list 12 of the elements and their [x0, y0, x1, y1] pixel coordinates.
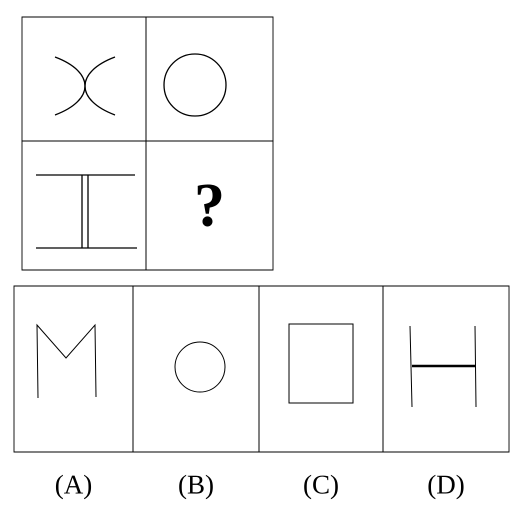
puzzle-cell: ? — [146, 140, 274, 270]
figure-cell — [132, 286, 260, 452]
option-label: (D) — [428, 474, 464, 500]
figure-cell — [22, 16, 146, 142]
option-label: (B) — [179, 474, 213, 500]
figure-cell — [382, 286, 510, 452]
figure-cell — [258, 286, 384, 452]
figure-cell — [14, 286, 134, 452]
figure-cell — [146, 16, 274, 142]
option-label: (C) — [304, 474, 338, 500]
option-label: (A) — [56, 474, 92, 500]
figure-cell — [22, 140, 146, 270]
